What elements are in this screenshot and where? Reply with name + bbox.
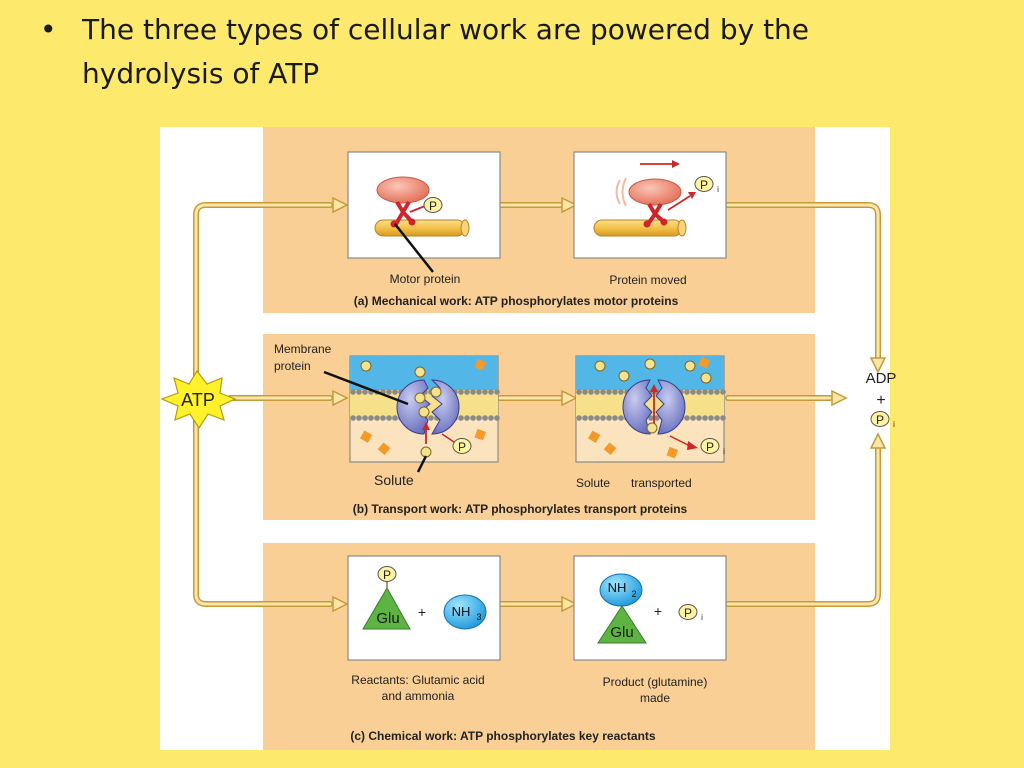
svg-text:P: P: [706, 440, 714, 454]
svg-text:Glu: Glu: [610, 624, 633, 641]
adp-plus: +: [876, 392, 885, 409]
chemical-caption: (c) Chemical work: ATP phosphorylates ke…: [350, 729, 656, 743]
motor-protein-phosphorylated: P: [374, 176, 470, 237]
svg-text:NH: NH: [452, 604, 471, 619]
svg-text:i: i: [893, 420, 895, 429]
svg-text:P: P: [383, 568, 391, 582]
svg-text:P: P: [458, 440, 466, 454]
reactants-label-2: and ammonia: [382, 689, 455, 703]
reactants-glu-p: P Glu: [362, 566, 411, 630]
svg-text:P: P: [684, 606, 692, 620]
title-text: The three types of cellular work are pow…: [82, 13, 810, 90]
adp-label: ADP: [866, 370, 897, 387]
product-plus: +: [654, 603, 662, 619]
bullet: •: [40, 13, 57, 46]
solute-transported-label-1: Solute: [576, 476, 610, 490]
membrane-label-2: protein: [274, 359, 311, 373]
solute-pointer: [416, 455, 428, 473]
panel-transport: [263, 334, 815, 520]
product-label-2: made: [640, 691, 670, 705]
motor-protein-moved: P i: [593, 160, 719, 237]
connector-pipes: [193, 202, 881, 607]
motor-protein-pointer: [394, 223, 434, 273]
atp-label: ATP: [181, 390, 215, 410]
membrane-pointer: [323, 370, 409, 406]
svg-text:P: P: [429, 199, 437, 213]
transport-box-right: P i: [575, 355, 726, 463]
reactants-label-1: Reactants: Glutamic acid: [351, 673, 484, 687]
ammonia-nh3: NH 3: [443, 594, 487, 630]
panel-chemical: [263, 543, 815, 750]
membrane-label-1: Membrane: [274, 342, 332, 356]
svg-text:i: i: [723, 447, 725, 456]
transport-box-left: P: [349, 355, 500, 463]
svg-text:i: i: [701, 613, 703, 622]
atp-starburst: ATP: [160, 369, 237, 430]
product-phosphate: P i: [678, 604, 703, 622]
svg-text:2: 2: [631, 589, 636, 599]
mechanical-caption: (a) Mechanical work: ATP phosphorylates …: [354, 294, 679, 308]
svg-text:NH: NH: [608, 580, 627, 595]
solute-label: Solute: [374, 472, 414, 488]
connector-arrowheads: [332, 196, 887, 613]
transport-caption: (b) Transport work: ATP phosphorylates t…: [353, 502, 688, 516]
protein-moved-label: Protein moved: [609, 273, 686, 287]
chemical-box-right: [573, 555, 727, 661]
solute-transported-label-2: transported: [631, 476, 692, 490]
svg-text:P: P: [876, 413, 884, 427]
panel-mechanical: [263, 127, 815, 313]
slide-title: • The three types of cellular work are p…: [40, 8, 940, 96]
motor-protein-label: Motor protein: [390, 272, 461, 286]
glutamine-product: NH 2 Glu: [597, 573, 647, 644]
reactants-plus: +: [418, 604, 426, 620]
svg-text:Glu: Glu: [376, 610, 399, 627]
phosphate-output: P i: [870, 411, 895, 429]
svg-text:P: P: [700, 178, 708, 192]
product-label-1: Product (glutamine): [603, 675, 708, 689]
svg-text:i: i: [717, 185, 719, 194]
svg-text:3: 3: [476, 612, 481, 622]
